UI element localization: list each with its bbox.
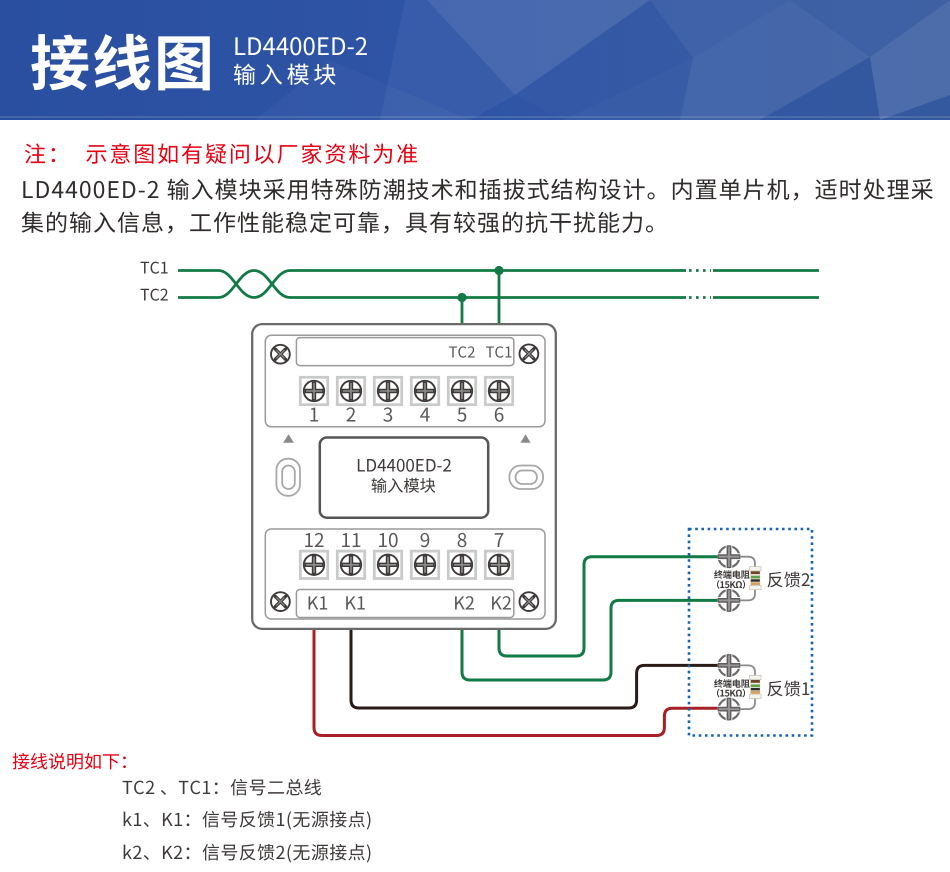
svg-text:TC2: TC2 bbox=[140, 282, 169, 306]
svg-text:（15KΩ）: （15KΩ） bbox=[711, 577, 751, 591]
svg-text:TC1: TC1 bbox=[486, 342, 513, 363]
svg-text:输入模块: 输入模块 bbox=[371, 473, 436, 497]
svg-text:K1: K1 bbox=[307, 590, 329, 616]
svg-text:反馈1: 反馈1 bbox=[767, 675, 811, 700]
svg-text:5: 5 bbox=[457, 401, 468, 428]
svg-text:8: 8 bbox=[457, 526, 468, 553]
svg-text:K2: K2 bbox=[490, 590, 512, 616]
svg-text:TC2: TC2 bbox=[449, 342, 476, 363]
svg-text:7: 7 bbox=[494, 526, 505, 553]
svg-text:4: 4 bbox=[420, 401, 431, 428]
svg-text:11: 11 bbox=[340, 526, 361, 553]
svg-text:9: 9 bbox=[420, 526, 431, 553]
svg-text:LD4400ED-2: LD4400ED-2 bbox=[356, 452, 452, 477]
svg-text:6: 6 bbox=[494, 401, 505, 428]
svg-text:（15KΩ）: （15KΩ） bbox=[711, 686, 751, 700]
svg-text:2: 2 bbox=[346, 401, 357, 428]
svg-text:TC1: TC1 bbox=[140, 255, 169, 279]
svg-text:10: 10 bbox=[377, 526, 398, 553]
svg-text:12: 12 bbox=[303, 526, 324, 553]
svg-text:1: 1 bbox=[309, 401, 320, 428]
svg-text:3: 3 bbox=[383, 401, 394, 428]
svg-text:终端电阻: 终端电阻 bbox=[714, 567, 750, 581]
svg-text:K2: K2 bbox=[453, 590, 475, 616]
svg-text:反馈2: 反馈2 bbox=[767, 566, 811, 591]
svg-text:终端电阻: 终端电阻 bbox=[714, 676, 750, 690]
svg-text:K1: K1 bbox=[344, 590, 366, 616]
